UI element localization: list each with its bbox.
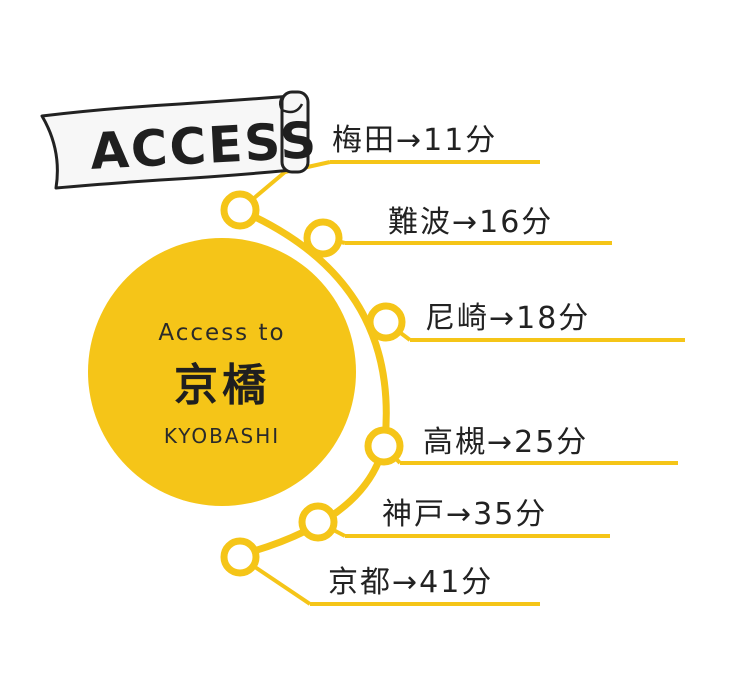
hub-circle (88, 238, 356, 506)
station-label-kyoto: 京都→41分 (328, 565, 493, 600)
banner-body (40, 94, 294, 190)
station-label-namba: 難波→16分 (388, 205, 553, 240)
station-node-kobe (298, 502, 338, 542)
station-node-amagasaki (366, 302, 406, 342)
station-label-kobe: 神戸→35分 (382, 497, 547, 532)
hub-title: 京橋 (174, 360, 270, 411)
station-label-umeda: 梅田→11分 (332, 123, 497, 158)
station-label-amagasaki: 尼崎→18分 (425, 301, 590, 336)
hub-romaji: KYOBASHI (164, 424, 280, 448)
station-node-takatsuki (364, 426, 404, 466)
station-node-namba (303, 218, 343, 258)
access-banner: ACCESS (40, 90, 320, 190)
hub-subtitle: Access to (158, 320, 285, 346)
station-node-umeda (220, 190, 260, 230)
station-label-takatsuki: 高槻→25分 (423, 425, 588, 460)
banner-scroll-curl (279, 90, 304, 114)
banner-text: ACCESS (89, 111, 320, 181)
station-node-kyoto (220, 537, 260, 577)
